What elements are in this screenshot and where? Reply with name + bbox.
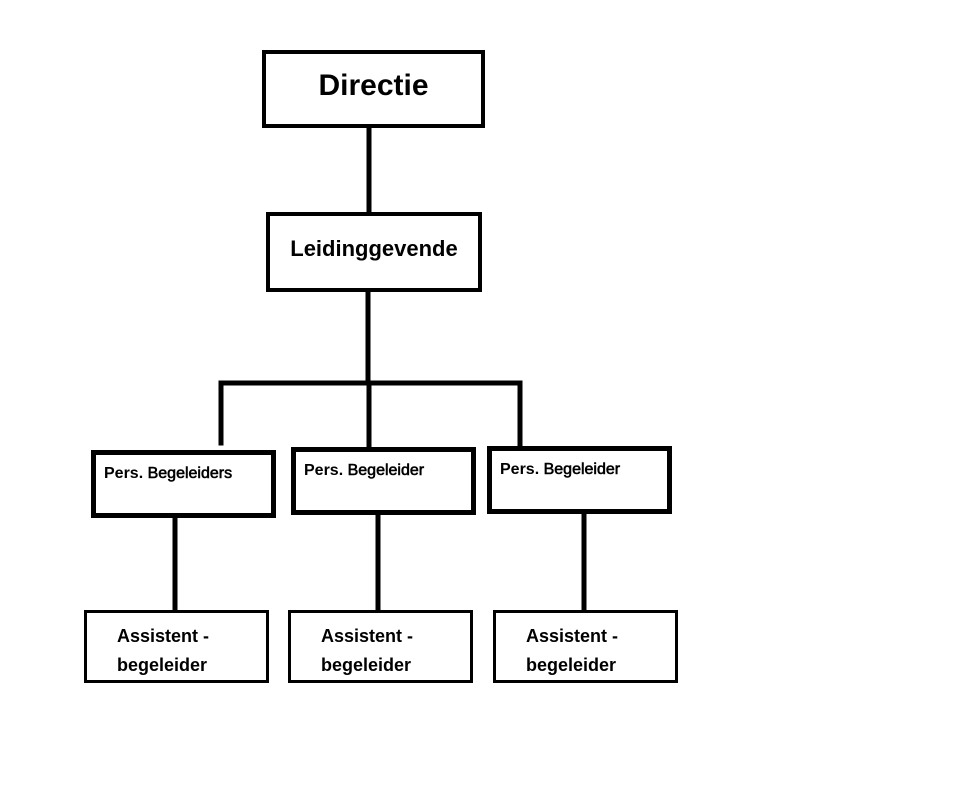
node-pers-begeleider-2-label: Begeleider [347,462,425,480]
node-pers-begeleider-2-prefix: Pers. [304,462,344,479]
node-assistent-begeleider-1: Assistent - begeleider [84,610,269,683]
node-directie-label: Directie [318,69,429,102]
node-pers-begeleider-1-label: Begeleiders [147,465,233,483]
node-pers-begeleider-3-label: Begeleider [543,461,621,479]
node-leidinggevende: Leidinggevende [266,212,482,292]
node-assistent-begeleider-2: Assistent - begeleider [288,610,473,683]
node-assistent-begeleider-3-line1: Assistent - [526,626,619,646]
node-assistent-begeleider-1-line1: Assistent - [117,626,210,646]
node-pers-begeleider-1: Pers. Begeleiders [91,450,276,518]
node-assistent-begeleider-1-line2: begeleider [117,655,208,675]
node-assistent-begeleider-3: Assistent - begeleider [493,610,678,683]
node-pers-begeleider-3-prefix: Pers. [500,461,540,478]
node-pers-begeleider-2: Pers. Begeleider [291,447,476,515]
node-assistent-begeleider-2-line1: Assistent - [321,626,414,646]
node-leidinggevende-label: Leidinggevende [290,236,458,261]
node-pers-begeleider-3: Pers. Begeleider [487,446,672,514]
node-assistent-begeleider-3-line2: begeleider [526,655,617,675]
node-pers-begeleider-1-prefix: Pers. [104,465,144,482]
node-assistent-begeleider-2-line2: begeleider [321,655,412,675]
node-directie: Directie [262,50,485,128]
